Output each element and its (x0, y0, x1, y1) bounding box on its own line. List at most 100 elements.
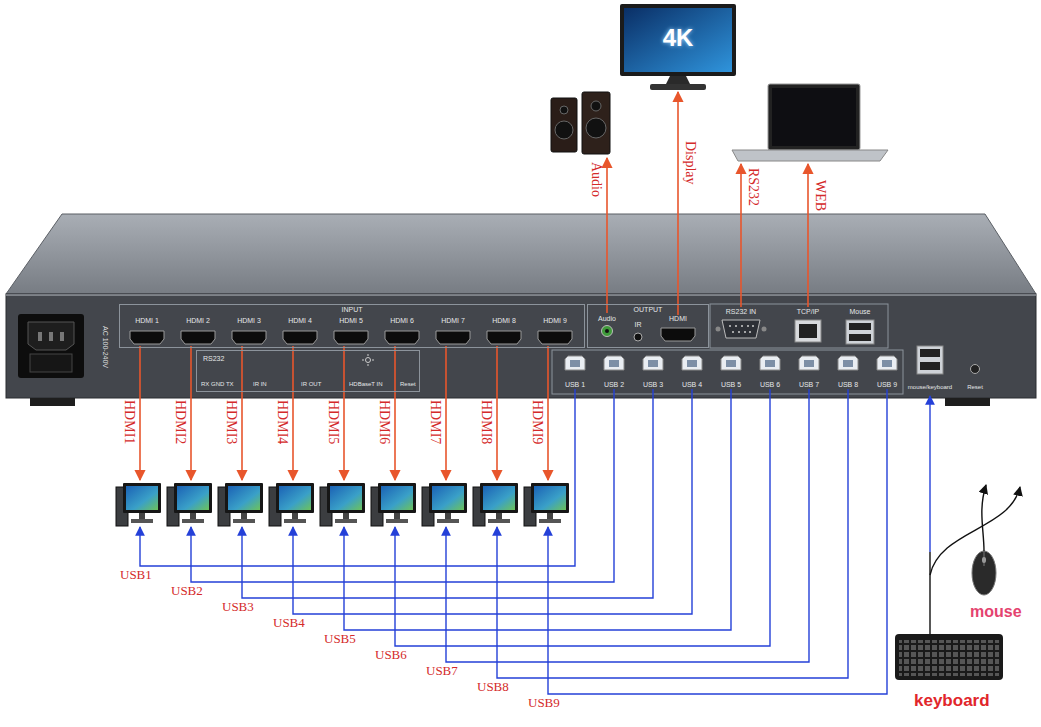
usb-cables (548, 389, 887, 694)
hdmi-input-port: HDMI 1 (127, 317, 167, 346)
pc-icons (218, 483, 263, 526)
hdmi-output-cable (677, 92, 679, 315)
usb-ports (643, 356, 663, 370)
hdmi-cables (496, 346, 498, 480)
rs232-port: RS232 IN (715, 308, 767, 344)
display-monitor: 4K (619, 4, 737, 92)
control-connectors (846, 320, 874, 344)
hdmi-input-ports (487, 331, 521, 344)
keyboard-mouse-icon (929, 552, 930, 634)
pc-icons (473, 483, 518, 526)
port-label: mouse/keyboard (905, 384, 955, 390)
hdmi-input-port: HDMI 5 (331, 317, 371, 346)
usb-port: USB 1 (562, 354, 588, 388)
port-label: HDMI 4 (280, 317, 320, 324)
output-cables (807, 164, 809, 307)
power-inlet (28, 322, 74, 350)
hdmi-input-port: HDMI 6 (382, 317, 422, 346)
control-connectors (735, 325, 737, 327)
usb-ports (971, 365, 980, 374)
port-label: Reset (400, 381, 416, 387)
usb-ports (799, 356, 819, 370)
usb-cables (395, 389, 770, 646)
usb-ports (920, 349, 940, 357)
hdmi-cables (292, 346, 294, 480)
port-label: HDMI 8 (484, 317, 524, 324)
keyboard-mouse-icon (895, 485, 1020, 680)
mouse-usb-port: Mouse (837, 308, 883, 346)
power-inlet (30, 354, 72, 372)
usb-cables (293, 389, 692, 614)
usb-ports (604, 356, 624, 370)
pc-icons (524, 483, 569, 526)
port-label: Mouse (837, 308, 883, 315)
pc-icons (422, 483, 467, 526)
speaker-icon (551, 98, 577, 152)
speaker-icon (591, 101, 601, 111)
cable-label: HDMI1 (122, 400, 136, 444)
device-label: mouse (970, 604, 1022, 620)
port-label: USB 7 (796, 381, 822, 388)
port-label: HDMI (659, 315, 697, 322)
display-monitor-icon (620, 4, 736, 76)
hdmi-cables (445, 346, 447, 480)
usb-ports (760, 356, 780, 370)
control-panel-icon (362, 360, 364, 361)
port-label: USB 5 (718, 381, 744, 388)
control-connectors (749, 331, 751, 333)
output-connectors (602, 326, 613, 337)
port-label: HDMI 5 (331, 317, 371, 324)
usb-port: USB 5 (718, 354, 744, 388)
usb-port: USB 9 (874, 354, 900, 388)
cable-label: HDMI3 (224, 400, 238, 444)
control-panel: RS232RX GND TXIR INIR OUTHDBaseT INReset (196, 350, 420, 392)
switch-chassis (30, 398, 75, 406)
power-inlet (60, 332, 64, 341)
hdmi-input-port: HDMI 4 (280, 317, 320, 346)
port-label: HDMI 9 (535, 317, 575, 324)
usb-cables (344, 389, 731, 630)
control-connectors (716, 327, 721, 332)
pc-icons (116, 483, 161, 526)
port-label: Reset (959, 384, 991, 390)
control-panel-icon (368, 354, 369, 356)
switch-chassis (945, 398, 990, 406)
switch-chassis (6, 295, 1036, 296)
speaker-icon (560, 106, 568, 114)
keyboard-mouse-icon (972, 551, 996, 595)
usb-port: USB 6 (757, 354, 783, 388)
cable-label: HDMI4 (275, 400, 289, 444)
control-connectors (744, 331, 746, 333)
hdmi-cables (394, 346, 396, 480)
mouse-keyboard-port: mouse/keyboard (905, 344, 955, 392)
keyboard-mouse-icon (930, 487, 1020, 575)
usb-port: USB 8 (835, 354, 861, 388)
output-cables (607, 158, 808, 313)
control-connectors (710, 304, 888, 348)
usb-ports (552, 346, 980, 394)
hdmi-cables (241, 346, 243, 480)
hdmi-input-ports (130, 331, 164, 344)
hdmi-input-port: HDMI 7 (433, 317, 473, 346)
cable-label: USB6 (375, 648, 407, 661)
cable-label: USB2 (171, 584, 203, 597)
switch-chassis (6, 214, 1036, 294)
laptop-icon (732, 150, 888, 161)
output-panel: OUTPUTAudioIRHDMI (587, 304, 709, 348)
pc-icons (269, 483, 314, 526)
signal-label: RS232 (746, 168, 760, 206)
control-connectors (729, 325, 731, 327)
port-label: 4K (619, 26, 737, 50)
cable-label: USB7 (426, 664, 458, 677)
keyboard-mouse-icon (899, 640, 999, 676)
usb-cables (929, 396, 930, 552)
cable-label: HDMI5 (326, 400, 340, 444)
port-label: USB 4 (679, 381, 705, 388)
cable-label: USB1 (120, 568, 152, 581)
usb-ports (552, 350, 903, 394)
output-connectors (634, 333, 642, 341)
hdmi-cables (547, 346, 549, 480)
